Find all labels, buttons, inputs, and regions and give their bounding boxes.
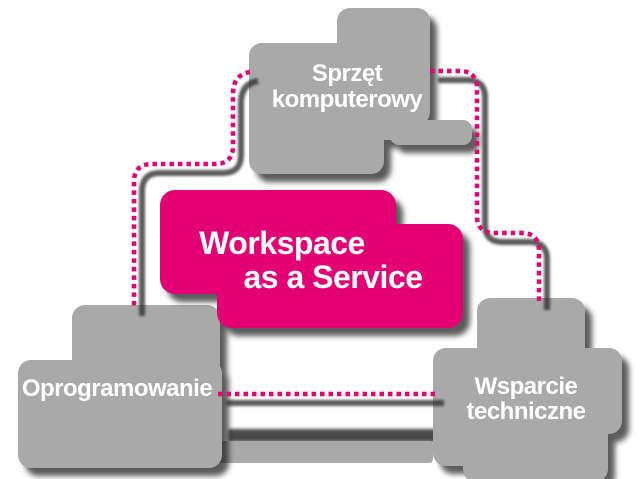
node-software-label: Oprogramowanie: [21, 375, 213, 402]
node-support-label-line1: Wsparcie: [474, 373, 578, 400]
node-support-label: Wsparcie techniczne: [426, 374, 626, 424]
node-workspace-label-line2: as a Service: [243, 259, 423, 295]
connector-bar-shadow: [228, 429, 437, 442]
node-hardware-label-line1: Sprzęt: [311, 60, 383, 87]
node-hardware-label-line2: komputerowy: [271, 86, 423, 113]
node-workspace-label-line1: Workspace: [199, 225, 365, 261]
node-support-label-line2: techniczne: [466, 398, 586, 425]
node-hardware-label: Sprzęt komputerowy: [247, 61, 447, 113]
